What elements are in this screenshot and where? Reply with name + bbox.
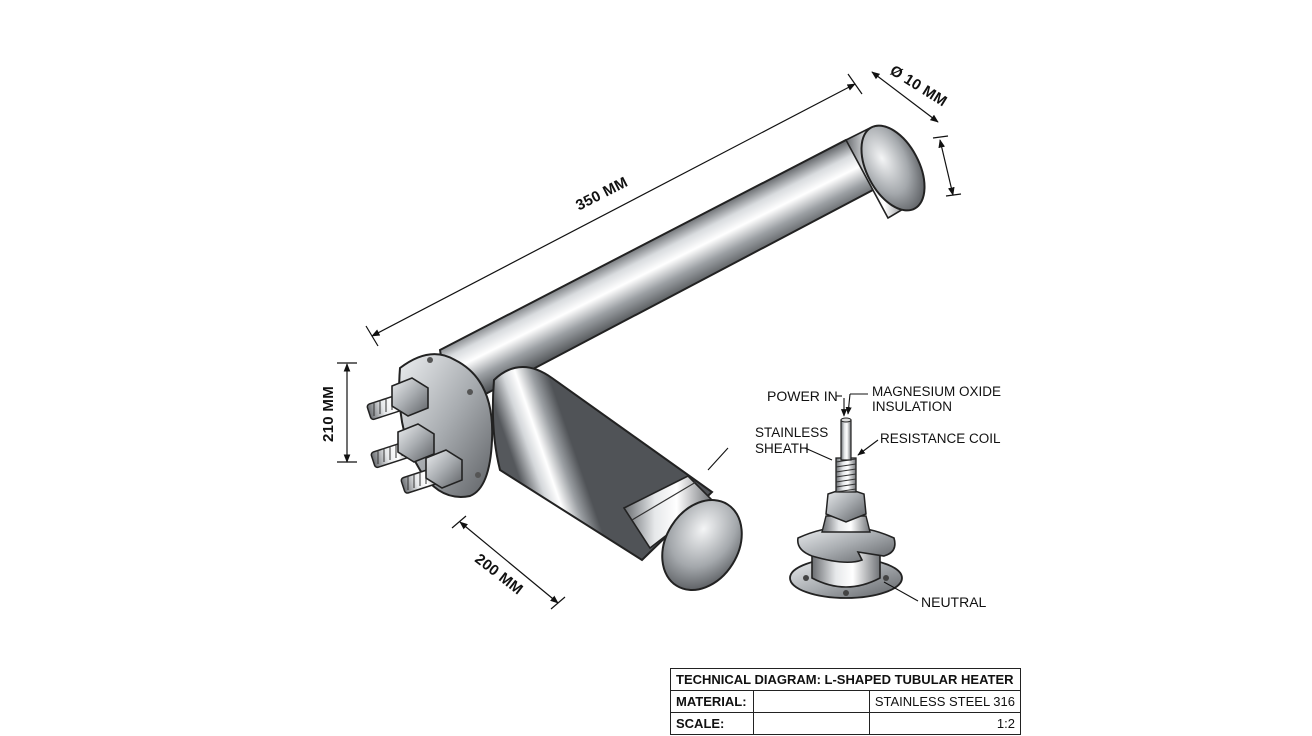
dimension-height-label: 210 MM (320, 386, 337, 442)
material-spacer (752, 690, 870, 713)
callout-power-in: POWER IN (767, 388, 838, 404)
material-value: STAINLESS STEEL 316 (868, 690, 1022, 713)
long-tube (438, 137, 894, 400)
callout-insulation-line1: MAGNESIUM OXIDE (872, 384, 1001, 399)
short-tube-end-cap (661, 499, 743, 591)
callout-sheath-line1: STAINLESS (755, 425, 828, 440)
scale-label: SCALE: (670, 712, 754, 735)
long-tube-end-cap (860, 124, 926, 212)
title-block: TECHNICAL DIAGRAM: L-SHAPED TUBULAR HEAT… (670, 668, 1022, 735)
callout-resistance-coil: RESISTANCE COIL (880, 431, 1001, 446)
scale-value: 1:2 (868, 712, 1022, 735)
callout-leaders (707, 393, 919, 602)
scale-spacer (752, 712, 870, 735)
terminal-studs (366, 377, 463, 494)
callout-sheath-line2: SHEATH (755, 441, 809, 456)
terminal-detail (789, 417, 903, 599)
dimension-diameter-label: Ø 10 MM (887, 62, 950, 110)
callout-neutral: NEUTRAL (921, 594, 987, 610)
material-label: MATERIAL: (670, 690, 754, 713)
dimension-leg-label: 200 MM (471, 551, 526, 599)
dimension-length-label: 350 MM (573, 174, 631, 215)
dimension-lines (337, 71, 962, 610)
callout-insulation-line2: INSULATION (872, 399, 952, 414)
title-block-title: TECHNICAL DIAGRAM: L-SHAPED TUBULAR HEAT… (670, 668, 1021, 691)
